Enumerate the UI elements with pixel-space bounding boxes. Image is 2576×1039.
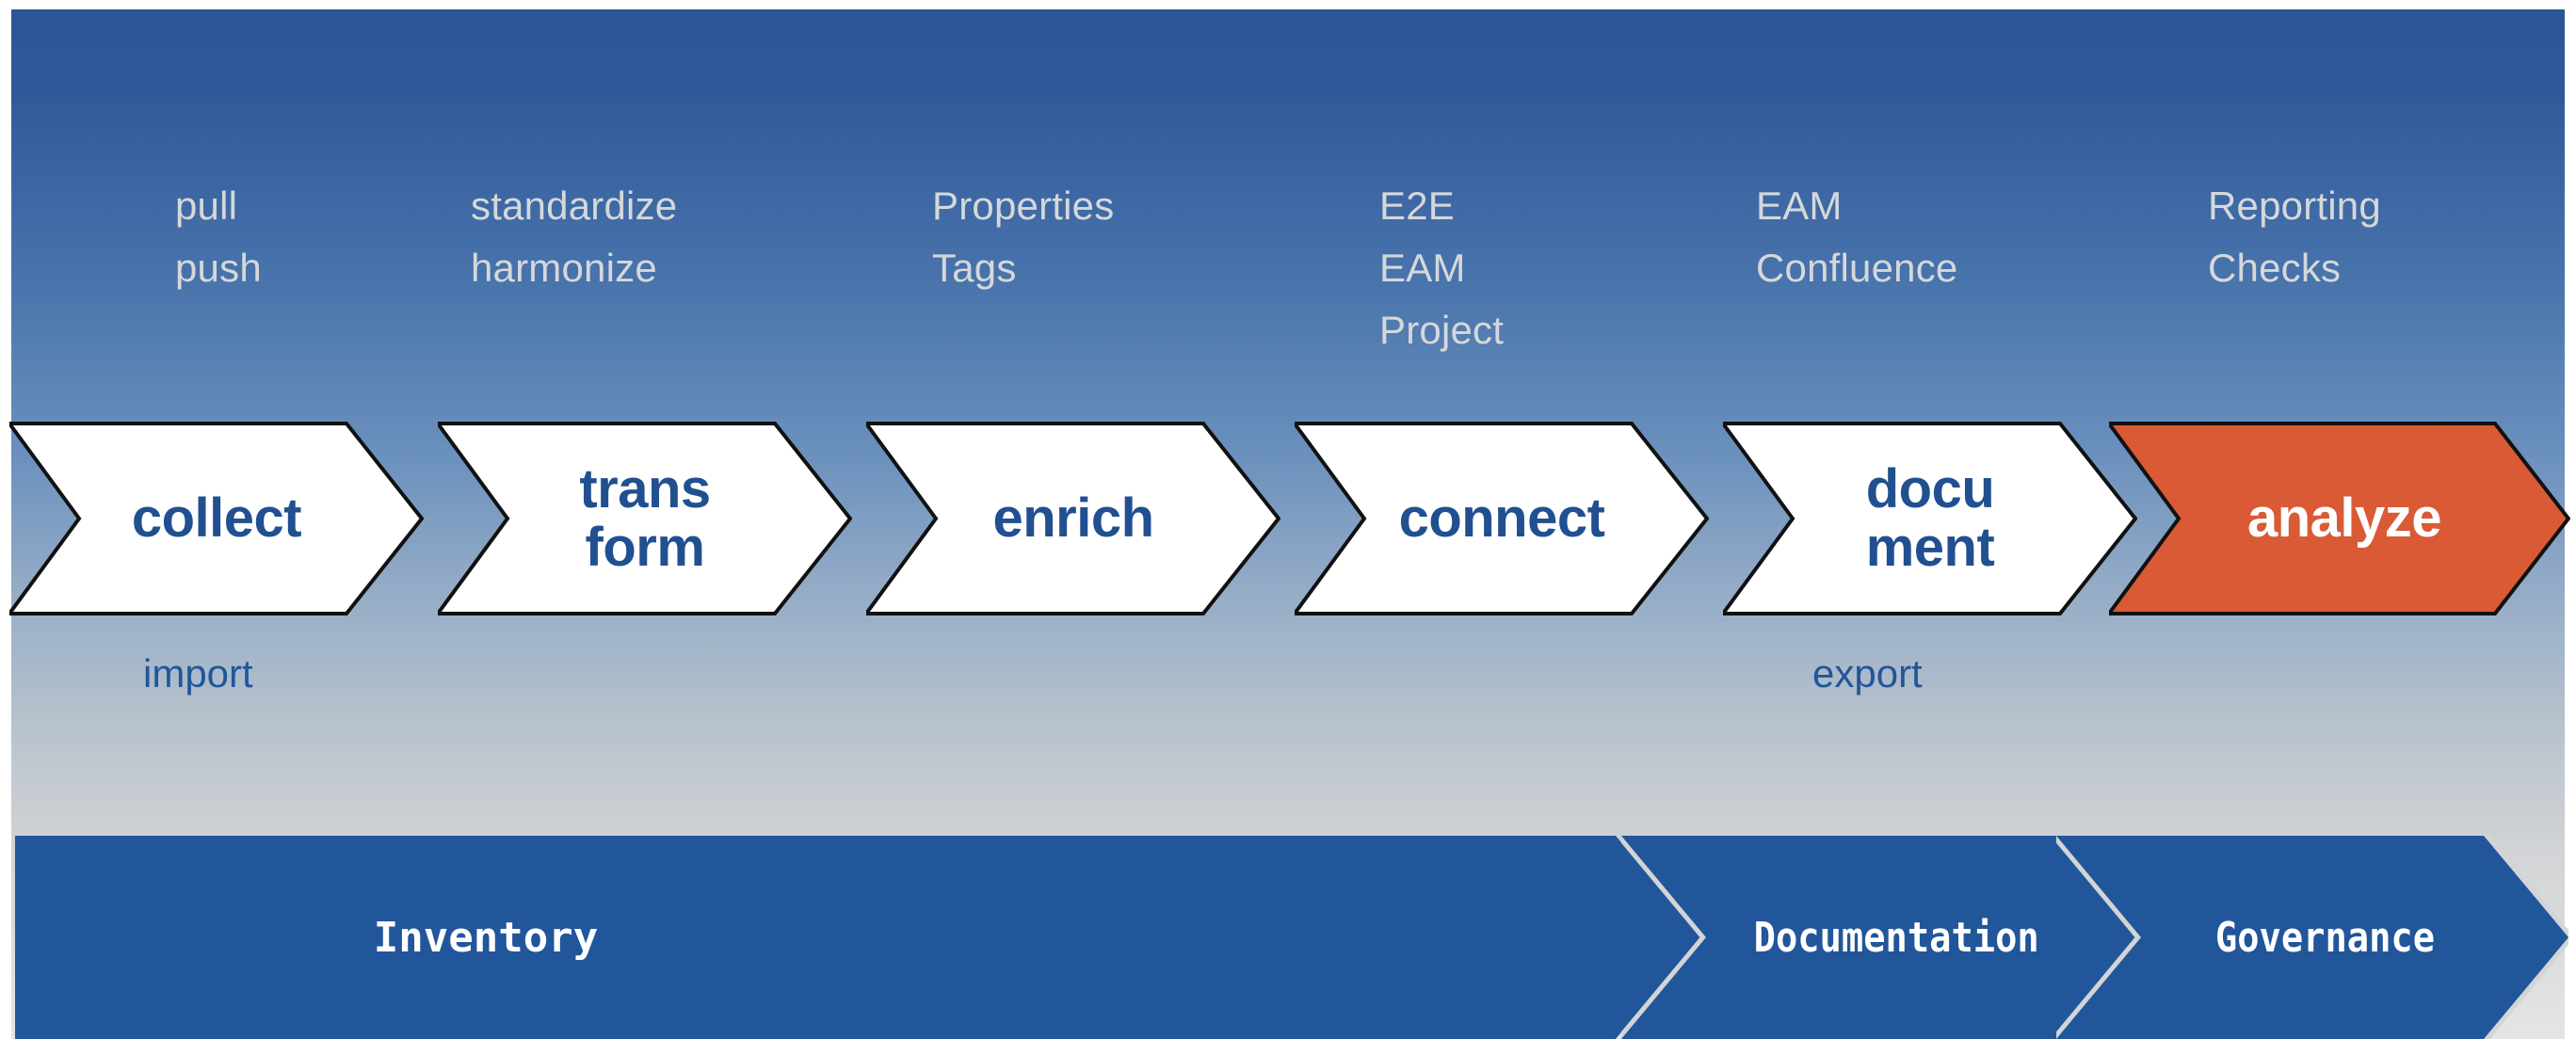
band-shape-icon <box>15 836 1700 1039</box>
band-shape-icon <box>1621 836 2149 1039</box>
keyword-column-analyze: Reporting Checks <box>2208 175 2381 299</box>
keyword-column-enrich: Properties Tags <box>932 175 1114 299</box>
band-segment-inventory[interactable]: Inventory <box>15 836 1700 1039</box>
keyword-text: Confluence <box>1756 246 1958 290</box>
keyword-text: Project <box>1379 308 1505 352</box>
band-segment-label: Inventory <box>373 913 599 962</box>
process-step-label-line: ment <box>1865 517 1995 578</box>
keyword-text: Tags <box>932 246 1017 290</box>
process-step-label: docu ment <box>1866 460 1995 577</box>
chevron-shape-icon <box>1295 422 1709 615</box>
band-shape-icon <box>2056 836 2568 1039</box>
process-chevron-row: collect trans form enrich connect <box>0 422 2576 615</box>
process-step-label: enrich <box>992 488 1154 549</box>
keyword-text: push <box>175 246 262 290</box>
process-step-transform[interactable]: trans form <box>438 422 852 615</box>
chevron-shape-icon <box>1723 422 2137 615</box>
band-segment-governance[interactable]: Governance <box>2056 836 2568 1039</box>
chevron-shape-icon <box>438 422 852 615</box>
keyword-text: EAM <box>1756 184 1843 228</box>
process-step-collect[interactable]: collect <box>9 422 424 615</box>
keyword-text: E2E <box>1379 184 1455 228</box>
chevron-shape-icon <box>866 422 1280 615</box>
process-step-label: trans form <box>579 458 711 578</box>
process-step-label-line: trans <box>579 458 711 520</box>
keyword-text: Reporting <box>2208 184 2381 228</box>
process-step-enrich[interactable]: enrich <box>866 422 1280 615</box>
keyword-text: standardize <box>471 184 678 228</box>
keyword-column-collect: pull push <box>175 175 262 299</box>
process-step-label: collect <box>131 488 302 549</box>
chevron-shape-icon <box>2109 422 2570 615</box>
band-segment-label: Governance <box>2214 913 2435 962</box>
band-segment-documentation[interactable]: Documentation <box>1621 836 2149 1039</box>
keyword-column-document: EAM Confluence <box>1756 175 1957 299</box>
bottom-band: Inventory Documentation Governance <box>15 836 2568 1039</box>
process-step-label: connect <box>1398 488 1605 549</box>
export-label: export <box>1812 651 1923 695</box>
keyword-column-connect: E2E EAM Project <box>1379 175 1504 361</box>
keyword-text: pull <box>175 184 238 228</box>
process-step-connect[interactable]: connect <box>1295 422 1709 615</box>
import-label: import <box>143 651 253 695</box>
chevron-shape-icon <box>9 422 424 615</box>
keyword-text: harmonize <box>471 246 657 290</box>
band-segment-label: Documentation <box>1753 913 2039 962</box>
keyword-row: pull push standardize harmonize Properti… <box>0 0 2576 405</box>
process-step-label-line: form <box>585 517 705 578</box>
process-step-label-line: docu <box>1865 458 1995 520</box>
process-step-document[interactable]: docu ment <box>1723 422 2137 615</box>
keyword-text: Properties <box>932 184 1115 228</box>
process-step-label: analyze <box>2246 488 2442 549</box>
io-row: import export <box>0 621 2576 734</box>
keyword-text: Checks <box>2208 246 2342 290</box>
keyword-column-transform: standardize harmonize <box>471 175 677 299</box>
keyword-text: EAM <box>1379 246 1466 290</box>
process-step-analyze[interactable]: analyze <box>2109 422 2570 615</box>
